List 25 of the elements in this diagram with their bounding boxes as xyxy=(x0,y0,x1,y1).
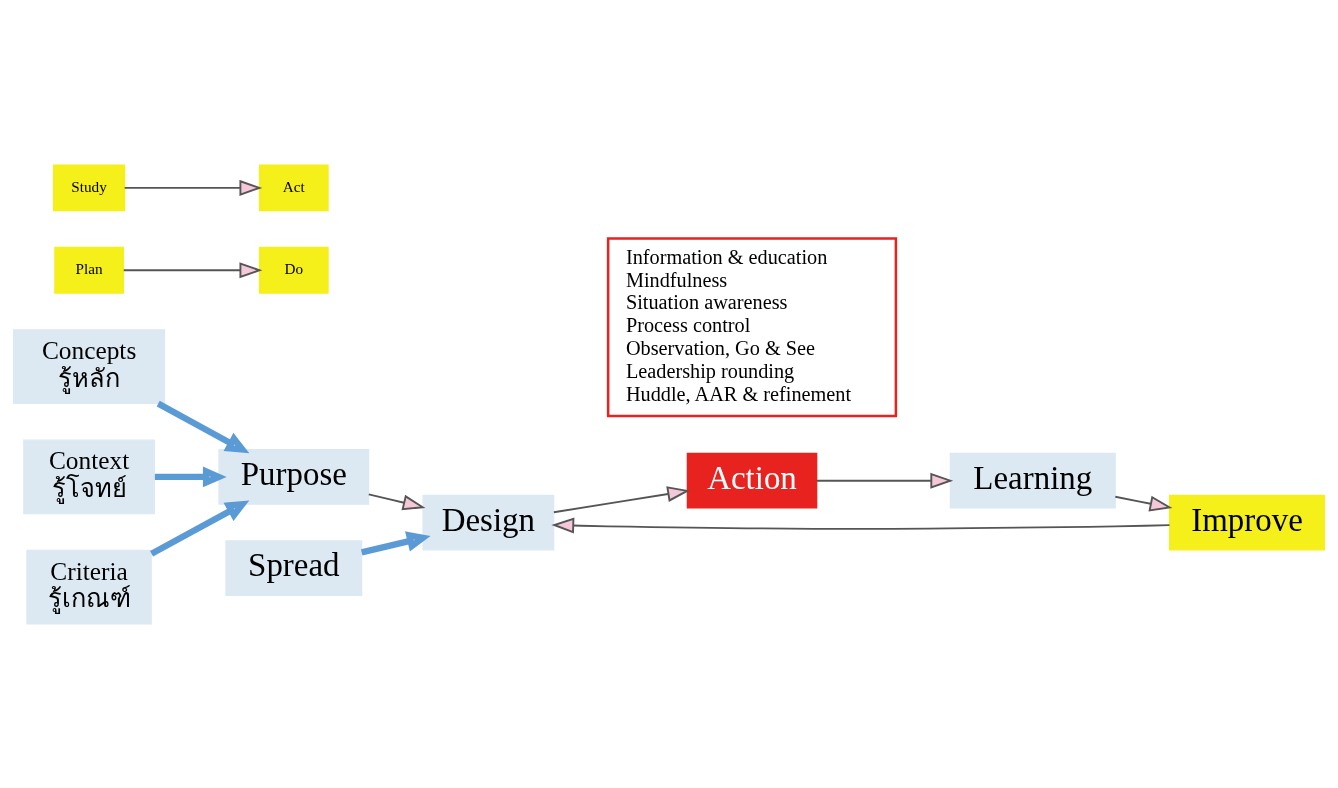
arrow xyxy=(156,400,250,453)
node-box: Design xyxy=(422,494,555,550)
node-box: Improve xyxy=(1169,494,1325,550)
arrow xyxy=(360,530,431,555)
arrow xyxy=(552,485,691,513)
arrow xyxy=(367,492,426,510)
arrow xyxy=(150,499,250,557)
node-box: Do xyxy=(258,246,329,294)
node-box: Plan xyxy=(54,246,124,294)
arrow xyxy=(123,179,263,196)
node-box: Spread xyxy=(225,539,363,596)
arrow xyxy=(1114,495,1173,511)
node-box: Learning xyxy=(949,452,1116,509)
arrow xyxy=(551,517,1171,534)
node-box: Context รู้โจทย์ xyxy=(23,439,155,514)
node-box: Action xyxy=(686,452,818,509)
node-box: Act xyxy=(258,163,329,211)
arrow xyxy=(815,472,954,489)
node-box: Concepts รู้หลัก xyxy=(13,328,166,404)
node-box: Information & education Mindfulness Situation awareness Process control Observation, Go & See Leadership rounding Huddle, AAR & refinement xyxy=(606,236,898,417)
node-box: Study xyxy=(52,163,126,211)
arrow xyxy=(154,466,227,487)
node-box: Criteria รู้เกณฑ์ xyxy=(26,549,152,625)
node-box: Purpose xyxy=(218,448,370,505)
arrow xyxy=(122,261,263,278)
